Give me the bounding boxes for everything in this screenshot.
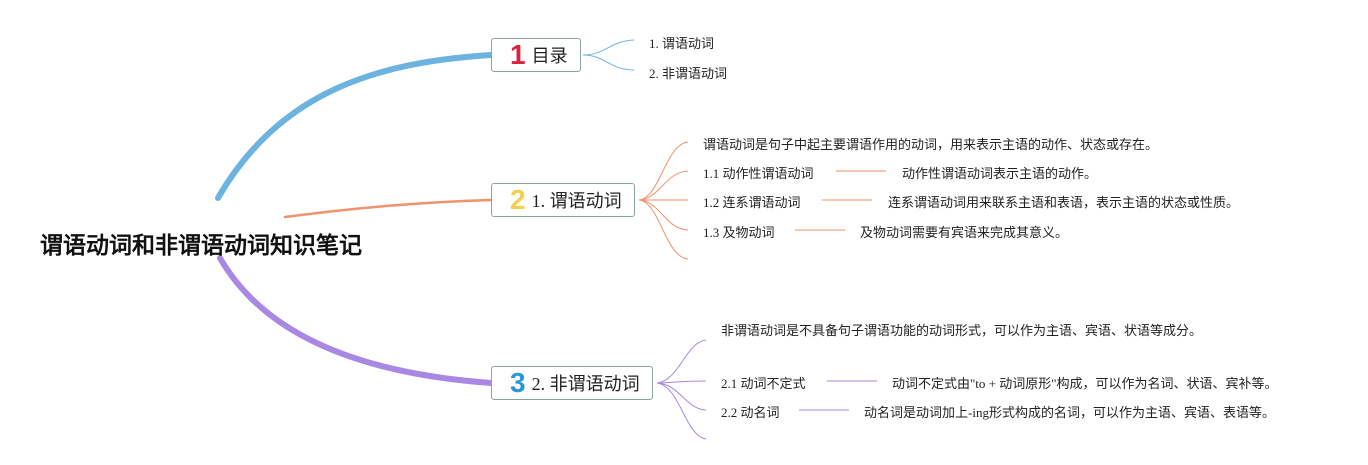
leaf-node[interactable]: 2.2 动名词	[721, 405, 780, 420]
number-3-icon: 3	[510, 367, 526, 398]
branch-1-main-line	[215, 52, 494, 201]
root-topic[interactable]: 谓语动词和非谓语动词知识笔记	[40, 232, 362, 258]
branch-node-toc[interactable]: 1 目录	[491, 38, 581, 72]
branch-3-child-line	[656, 382, 707, 440]
number-2-icon: 2	[510, 184, 526, 215]
branch-node-predicate-verbs[interactable]: 2 1. 谓语动词	[491, 183, 635, 217]
leaf-node[interactable]: 非谓语动词是不具备句子谓语功能的动词形式，可以作为主语、宾语、状语等成分。	[721, 323, 1203, 338]
branch-2-main-line	[283, 198, 493, 219]
leaf-detail[interactable]: 动作性谓语动词表示主语的动作。	[902, 166, 1098, 181]
branch-1-child-line	[582, 54, 635, 71]
leaf-detail[interactable]: 及物动词需要有宾语来完成其意义。	[860, 225, 1069, 240]
leaf-node[interactable]: 1. 谓语动词	[649, 36, 715, 51]
leaf-detail[interactable]: 动词不定式由"to + 动词原形"构成，可以作为名词、状语、宾补等。	[892, 376, 1278, 391]
leaf-detail[interactable]: 连系谓语动词用来联系主语和表语，表示主语的状态或性质。	[888, 195, 1240, 210]
branch-label: 1. 谓语动词	[531, 191, 622, 211]
branch-1-child-line	[582, 39, 635, 56]
branch-2-child-line	[638, 170, 689, 201]
number-1-icon: 1	[510, 39, 526, 70]
branch-3-child-line	[656, 380, 707, 384]
branch-node-non-predicate-verbs[interactable]: 3 2. 非谓语动词	[491, 366, 653, 400]
branch-3-main-line	[217, 255, 494, 386]
leaf-node[interactable]: 1.1 动作性谓语动词	[703, 166, 814, 181]
leaf-node[interactable]: 谓语动词是句子中起主要谓语作用的动词，用来表示主语的动作、状态或存在。	[703, 137, 1159, 152]
branch-3-child-line	[656, 382, 707, 411]
leaf-node[interactable]: 1.3 及物动词	[703, 225, 775, 240]
branch-label: 2. 非谓语动词	[531, 374, 640, 394]
branch-3-child-line	[656, 339, 707, 384]
branch-2-child-line	[638, 141, 689, 201]
leaf-node[interactable]: 2.1 动词不定式	[721, 376, 806, 391]
branch-label: 目录	[531, 46, 568, 66]
branch-2-child-line	[638, 199, 689, 260]
leaf-detail[interactable]: 动名词是动词加上-ing形式构成的名词，可以作为主语、宾语、表语等。	[864, 405, 1275, 420]
leaf-node[interactable]: 2. 非谓语动词	[649, 66, 728, 81]
leaf-node[interactable]: 1.2 连系谓语动词	[703, 195, 801, 210]
branch-2-child-line	[638, 199, 689, 231]
